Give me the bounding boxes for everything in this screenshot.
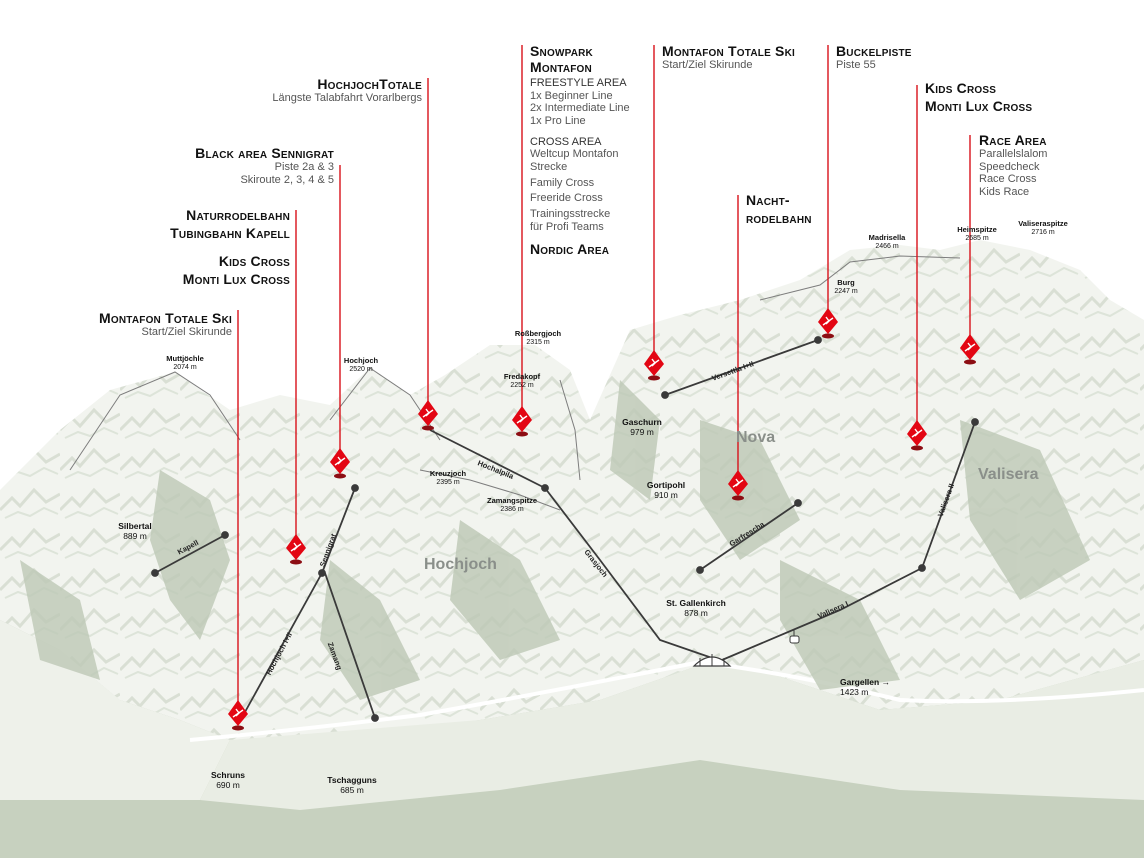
gondola-icon [789, 630, 800, 644]
freestyle-ski-icon [960, 334, 980, 365]
race-item: Race Cross [979, 173, 1037, 186]
callout-line: Monti Lux Cross [925, 98, 1033, 115]
lift-valisera2 [921, 421, 976, 569]
cross-item: Family Cross [530, 176, 595, 189]
arrow-right-icon: → [881, 677, 891, 687]
callout-sub: Skiroute 2, 3, 4 & 5 [240, 173, 334, 186]
callout-title: Montafon [530, 59, 592, 76]
callout-montafon-left: Montafon Totale Ski Start/Ziel Skirunde [60, 310, 232, 339]
callout-title: Black area Sennigrat [195, 145, 334, 161]
race-item: Parallelslalom [979, 148, 1048, 161]
callout-sub: Start/Ziel Skirunde [141, 326, 232, 339]
callout-nachtrodel: Nacht- rodelbahn [746, 192, 826, 226]
freestyle-item: 1x Pro Line [530, 115, 586, 128]
freestyle-ski-icon [512, 406, 532, 437]
callout-title: Montafon Totale Ski [662, 43, 795, 59]
freestyle-ski-icon [644, 350, 664, 381]
callout-line: Kids Cross [218, 253, 290, 270]
callout-line: rodelbahn [746, 210, 812, 227]
callout-kidscross: Kids Cross Monti Lux Cross [925, 80, 1045, 114]
lift-valisera1 [721, 567, 923, 661]
valley-station-icon [692, 654, 732, 667]
cross-item: Weltcup Montafon [530, 148, 619, 161]
callout-blackarea: Black area Sennigrat Piste 2a & 3 Skirou… [160, 145, 334, 186]
callout-line: Naturrodelbahn [186, 207, 290, 223]
cross-item: Strecke [530, 161, 568, 174]
callout-line: Kids Cross [925, 80, 997, 96]
callout-naturrodel: Naturrodelbahn Tubingbahn Kapell Kids Cr… [130, 207, 290, 287]
cross-heading: CROSS AREA [530, 135, 602, 148]
area-nova: Nova [736, 429, 776, 446]
callout-title: Montafon Totale Ski [99, 310, 232, 326]
callout-line: Monti Lux Cross [182, 271, 290, 288]
cross-item: Trainingsstrecke [530, 207, 611, 220]
freestyle-ski-icon [418, 400, 438, 431]
town-gargellen: Gargellen →1423 m [840, 677, 891, 697]
lift-sennigrat [321, 487, 356, 574]
freestyle-ski-icon [330, 448, 350, 479]
lift-versettla [664, 339, 819, 396]
lift-zamang [324, 572, 376, 719]
callout-line: Tubingbahn Kapell [170, 225, 290, 242]
callout-sub: Piste 2a & 3 [274, 161, 334, 174]
freestyle-item: 1x Beginner Line [530, 89, 613, 102]
callout-hochjochtotale: HochjochTotale Längste Talabfahrt Vorarl… [230, 76, 422, 105]
callout-sub: Längste Talabfahrt Vorarlbergs [272, 92, 422, 105]
callout-title: Buckelpiste [836, 43, 912, 59]
cross-item: für Profi Teams [530, 220, 604, 233]
freestyle-ski-icon [728, 470, 748, 501]
callout-sub: Start/Ziel Skirunde [662, 59, 753, 72]
lift-garfrescha [699, 502, 799, 571]
callout-sub: Piste 55 [836, 59, 876, 72]
race-item: Kids Race [979, 186, 1030, 199]
callout-title: Race Area [979, 132, 1047, 148]
callout-buckelpiste: Buckelpiste Piste 55 [836, 43, 926, 72]
area-hochjoch: Hochjoch [424, 556, 497, 573]
lift-hochjoch [244, 572, 323, 713]
area-valisera: Valisera [978, 466, 1039, 483]
race-item: Speedcheck [979, 160, 1040, 173]
callout-line: Nacht- [746, 192, 790, 208]
callout-title: Snowpark [530, 43, 593, 59]
freestyle-ski-icon [286, 534, 306, 565]
nordic-area: Nordic Area [530, 241, 610, 258]
freestyle-heading: FREESTYLE AREA [530, 77, 627, 90]
callout-montafon-right: Montafon Totale Ski Start/Ziel Skirunde [662, 43, 822, 72]
lift-hochalpila [429, 429, 546, 489]
lift-kapell [154, 534, 226, 574]
freestyle-ski-icon [228, 700, 248, 731]
freestyle-ski-icon [818, 308, 838, 339]
freestyle-ski-icon [907, 420, 927, 451]
callout-title: HochjochTotale [317, 76, 422, 92]
lift-grasjoch [544, 487, 719, 661]
callout-snowpark: Snowpark Montafon FREESTYLE AREA 1x Begi… [530, 43, 650, 257]
callout-racearea: Race Area Parallelslalom Speedcheck Race… [979, 132, 1089, 199]
cross-item: Freeride Cross [530, 192, 603, 205]
freestyle-item: 2x Intermediate Line [530, 102, 630, 115]
